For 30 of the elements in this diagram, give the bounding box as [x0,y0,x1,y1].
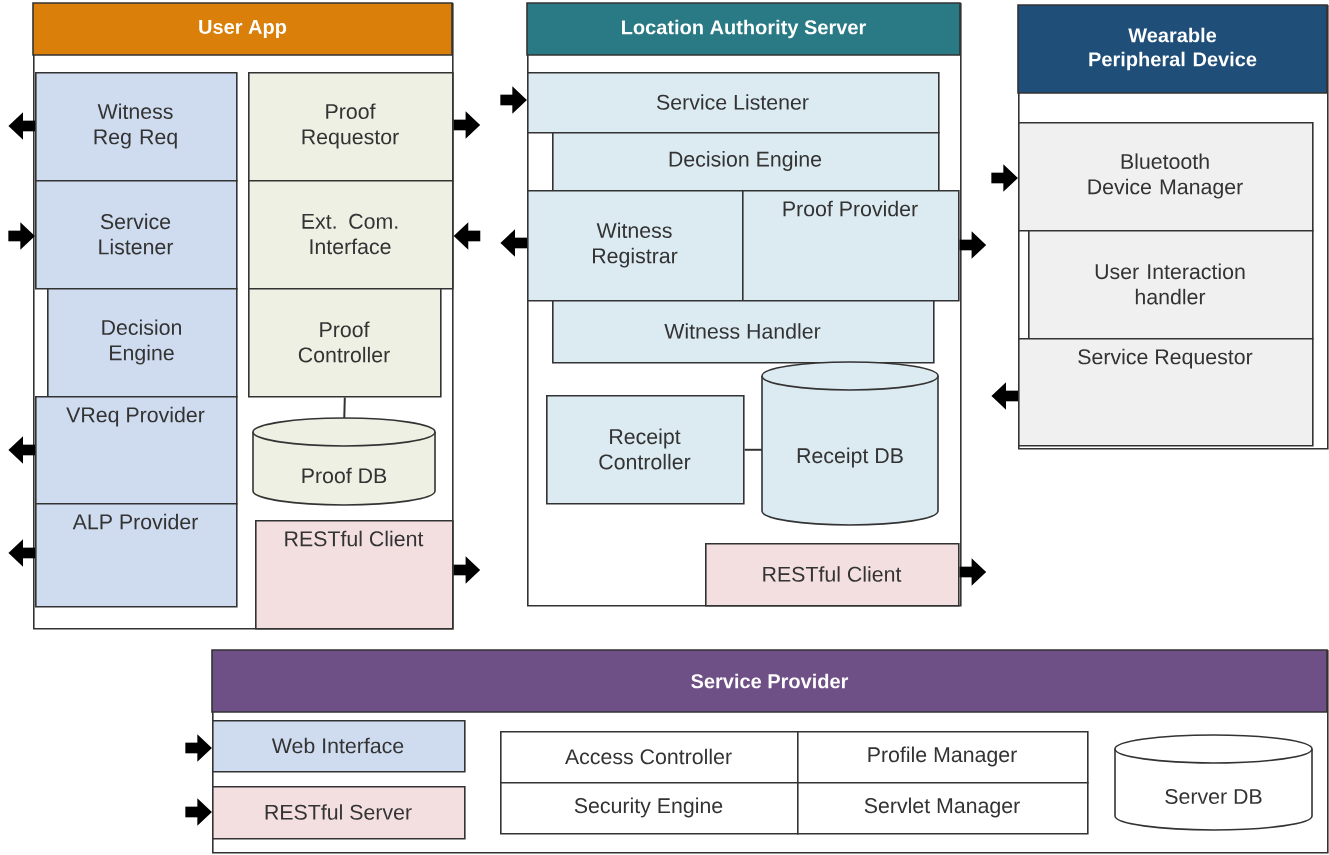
component-box: Profile Manager [797,731,1089,784]
component-box: Bluetooth Device Manager [1018,122,1314,232]
component-box: Decision Engine [47,287,238,398]
component-box: Service Listener [527,72,940,134]
database-cylinder: Proof DB [252,417,436,506]
component-box: RESTful Client [255,520,454,630]
database-cylinder: Server DB [1114,734,1313,831]
component-box: Web Interface [212,720,466,773]
component-box: Witness Registrar [527,190,744,302]
component-box: ALP Provider [35,502,238,608]
connector-line [343,396,346,419]
component-box: Proof Provider [742,190,960,302]
component-box: Servlet Manager [797,782,1089,835]
component-box: Service Listener [35,180,238,290]
database-cylinder: Receipt DB [761,361,939,526]
component-box: RESTful Client [705,543,960,607]
component-box: Access Controller [500,731,799,784]
component-box: Security Engine [500,782,799,835]
component-box: Receipt Controller [546,394,745,505]
component-box: Proof Controller [248,287,442,398]
component-box: Ext. Com. Interface [248,180,454,290]
component-box: Decision Engine [552,132,940,192]
component-box: VReq Provider [35,396,238,505]
connector-line [743,448,763,451]
component-box: RESTful Server [212,786,466,840]
component-box: Service Requestor [1018,337,1314,447]
component-box: Witness Reg Req [35,72,238,182]
node-label: Server DB [1165,788,1262,805]
component-box: User Interaction handler [1028,230,1314,340]
component-box: Proof Requestor [248,72,454,182]
